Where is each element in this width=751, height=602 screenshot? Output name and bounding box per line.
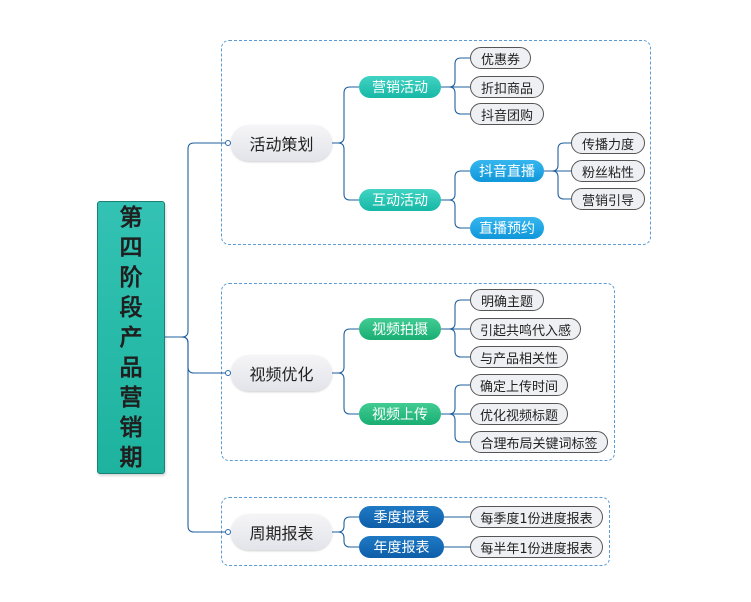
main-topic-video-optimization[interactable]: 视频优化 <box>231 355 332 391</box>
leaf-keyword-tags[interactable]: 合理布局关键词标签 <box>470 431 608 453</box>
root-topic-char: 销 <box>119 413 143 441</box>
root-topic-char: 期 <box>119 443 143 471</box>
collapse-knob-report[interactable] <box>225 529 231 535</box>
edge-report-quarterly <box>332 516 359 533</box>
subtopic-live-reservation[interactable]: 直播预约 <box>470 217 544 239</box>
subtopic-video-upload[interactable]: 视频上传 <box>359 403 441 425</box>
root-topic-char: 产 <box>119 323 143 351</box>
edge-upload-leaves <box>441 384 470 443</box>
edge-activity-interactive <box>332 142 359 201</box>
leaf-spread-strength[interactable]: 传播力度 <box>571 132 645 154</box>
root-topic-char: 四 <box>119 233 143 261</box>
edge-marketing-leaves <box>441 57 470 115</box>
root-topic-char: 段 <box>119 293 143 321</box>
edge-video-upload <box>332 372 359 415</box>
collapse-knob-activity[interactable] <box>225 140 231 146</box>
group-frame-video-optimization <box>221 283 615 461</box>
leaf-resonance[interactable]: 引起共鸣代入感 <box>470 318 581 340</box>
leaf-upload-time[interactable]: 确定上传时间 <box>470 374 568 396</box>
edge-report-annual <box>332 531 359 548</box>
root-topic-char: 第 <box>119 203 143 231</box>
leaf-half-year-progress[interactable]: 每半年1份进度报表 <box>470 536 603 558</box>
leaf-quarterly-progress[interactable]: 每季度1份进度报表 <box>470 506 603 528</box>
subtopic-quarterly-report[interactable]: 季度报表 <box>359 506 444 528</box>
edge-interactive-children <box>441 170 470 229</box>
leaf-fan-stickiness[interactable]: 粉丝粘性 <box>571 160 645 182</box>
edge-root-video <box>165 336 231 374</box>
edge-video-shooting <box>332 328 359 374</box>
edge-douyin-live-leaves <box>544 142 571 200</box>
edge-activity-marketing <box>332 86 359 144</box>
leaf-marketing-guidance[interactable]: 营销引导 <box>571 188 645 210</box>
main-topic-period-report[interactable]: 周期报表 <box>231 514 332 550</box>
leaf-discount-goods[interactable]: 折扣商品 <box>470 76 544 98</box>
collapse-knob-video[interactable] <box>225 370 231 376</box>
leaf-coupon[interactable]: 优惠券 <box>470 47 531 69</box>
subtopic-interactive-activity[interactable]: 互动活动 <box>359 189 441 211</box>
edge-root-activity <box>165 142 231 338</box>
root-topic-char: 阶 <box>119 263 143 291</box>
edge-root-report <box>165 336 231 533</box>
root-topic-char: 营 <box>119 383 143 411</box>
subtopic-video-shooting[interactable]: 视频拍摄 <box>359 318 441 340</box>
main-topic-activity-planning[interactable]: 活动策划 <box>231 125 332 161</box>
leaf-product-relevance[interactable]: 与产品相关性 <box>470 346 568 368</box>
subtopic-annual-report[interactable]: 年度报表 <box>359 536 444 558</box>
leaf-douyin-group-buy[interactable]: 抖音团购 <box>470 103 544 125</box>
root-topic-char: 品 <box>119 353 143 381</box>
leaf-clear-theme[interactable]: 明确主题 <box>470 289 544 311</box>
subtopic-douyin-live[interactable]: 抖音直播 <box>470 160 544 182</box>
root-topic[interactable]: 第 四 阶 段 产 品 营 销 期 <box>97 201 165 474</box>
leaf-video-title[interactable]: 优化视频标题 <box>470 403 568 425</box>
edge-shooting-leaves <box>441 299 470 358</box>
subtopic-marketing-activity[interactable]: 营销活动 <box>359 76 441 98</box>
